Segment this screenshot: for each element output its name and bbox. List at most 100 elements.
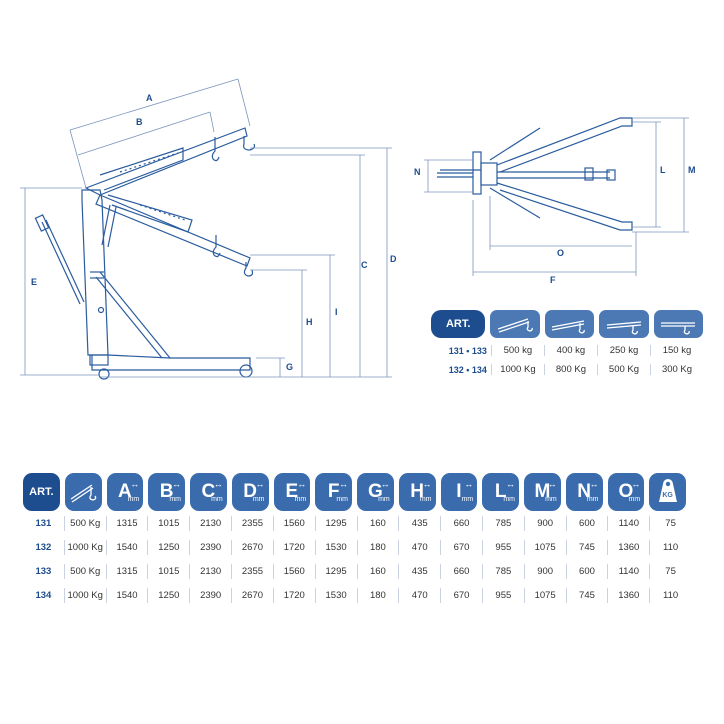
hook-capacity-icon: [64, 473, 102, 511]
table-cell: 180: [356, 540, 399, 555]
dimension-header-c: C↔mm: [190, 473, 227, 511]
double-arrow-icon: ↔: [422, 479, 432, 489]
double-arrow-icon: ↔: [339, 479, 348, 489]
dimension-header-f: F↔mm: [315, 473, 352, 511]
table-cell: 745: [565, 588, 608, 603]
table-cell: 1000 Kg: [63, 540, 106, 555]
table-cell: 500 Kg: [63, 516, 106, 531]
table-cell: 2130: [189, 516, 231, 531]
table-cell: 500 Kg: [63, 564, 106, 579]
table-cell: 1140: [607, 564, 649, 579]
table-cell: 785: [481, 564, 524, 579]
top-dimension-lines: [424, 117, 689, 276]
table-cell: 1315: [105, 516, 148, 531]
double-arrow-icon: ↔: [172, 479, 181, 489]
weight-label: KG: [662, 492, 673, 499]
double-arrow-icon: ↔: [589, 479, 599, 489]
table-cell: 1250: [147, 588, 189, 603]
dim-label-m: M: [688, 165, 696, 175]
dimension-header-o: O↔mm: [607, 473, 645, 511]
boom-position-4-icon: [653, 310, 703, 338]
table-cell: 1360: [607, 588, 649, 603]
dimension-header-e: E↔mm: [273, 473, 311, 511]
table-cell: 1720: [272, 588, 315, 603]
table-cell: 75: [649, 516, 691, 531]
dimension-header-d: D↔mm: [231, 473, 269, 511]
dimension-header-g: G↔mm: [357, 473, 394, 511]
table-cell: 1560: [272, 564, 315, 579]
table-cell: 1295: [314, 564, 357, 579]
dim-label-d: D: [390, 254, 397, 264]
boom-position-1-icon: [490, 310, 540, 338]
double-arrow-icon: ↔: [631, 479, 641, 489]
dimension-header-b: B↔mm: [148, 473, 185, 511]
table-cell: 600: [565, 564, 608, 579]
table-cell: 1540: [105, 588, 148, 603]
double-arrow-icon: ↔: [380, 479, 390, 489]
table-cell: 435: [398, 564, 440, 579]
table-cell: 900: [523, 516, 566, 531]
table-cell: 2390: [189, 588, 231, 603]
table-cell: 110: [649, 588, 691, 603]
capacity-header-art: ART.: [431, 310, 486, 338]
boom-position-2-icon: [544, 310, 595, 338]
table-cell: 1015: [147, 564, 189, 579]
double-arrow-icon: ↔: [297, 479, 307, 489]
table-cell: 955: [481, 540, 524, 555]
crane-top-view: [437, 117, 633, 231]
table-cell: 470: [398, 588, 440, 603]
crane-side-view: [34, 127, 256, 380]
double-arrow-icon: ↔: [213, 479, 223, 489]
table-cell: 160: [356, 516, 399, 531]
dim-label-c: C: [361, 260, 368, 270]
table-cell: 1015: [147, 516, 189, 531]
dimension-header-i: I↔mm: [440, 473, 478, 511]
dim-label-a: A: [146, 93, 153, 103]
table-cell: 2670: [231, 540, 273, 555]
double-arrow-icon: ↔: [255, 479, 265, 489]
dimension-header-n: N↔mm: [565, 473, 603, 511]
dim-label-i: I: [335, 307, 338, 317]
table-cell: 900: [523, 564, 566, 579]
dimension-header-l: L↔mm: [482, 473, 519, 511]
capacity-row: 131 • 133 500 kg 400 kg 250 kg 150 kg: [431, 342, 703, 359]
table-cell: 1360: [607, 540, 649, 555]
row-art-number: 133: [35, 566, 52, 577]
double-arrow-icon: ↔: [130, 479, 140, 489]
table-cell: 1000 Kg: [63, 588, 106, 603]
dimension-header-h: H↔mm: [398, 473, 436, 511]
double-arrow-icon: ↔: [547, 479, 557, 489]
table-cell: 600: [565, 516, 608, 531]
table-cell: 1250: [147, 540, 189, 555]
double-arrow-icon: ↔: [464, 479, 474, 489]
table-cell: 1720: [272, 540, 315, 555]
table-cell: 745: [565, 540, 608, 555]
table-cell: 2355: [231, 516, 273, 531]
table-cell: 1530: [314, 540, 357, 555]
dimension-header-m: M↔mm: [524, 473, 561, 511]
double-arrow-icon: ↔: [506, 479, 515, 489]
table-cell: 1075: [523, 540, 566, 555]
table-cell: 160: [356, 564, 399, 579]
dim-label-l: L: [660, 165, 666, 175]
row-art-number: 132: [35, 542, 52, 553]
boom-position-3-icon: [599, 310, 649, 338]
table-cell: 1540: [105, 540, 148, 555]
dim-label-b: B: [136, 117, 143, 127]
dim-label-e: E: [31, 277, 37, 287]
dim-label-h: H: [306, 317, 313, 327]
table-cell: 1295: [314, 516, 357, 531]
dimensions-header-art: ART.: [23, 473, 60, 511]
capacity-row: 132 • 134 1000 Kg 800 Kg 500 Kg 300 Kg: [431, 361, 703, 378]
table-cell: 660: [440, 516, 482, 531]
table-cell: 180: [356, 588, 399, 603]
table-cell: 1140: [607, 516, 649, 531]
side-dimension-lines: [20, 78, 392, 378]
dim-label-f: F: [550, 275, 556, 285]
table-cell: 1315: [105, 564, 148, 579]
